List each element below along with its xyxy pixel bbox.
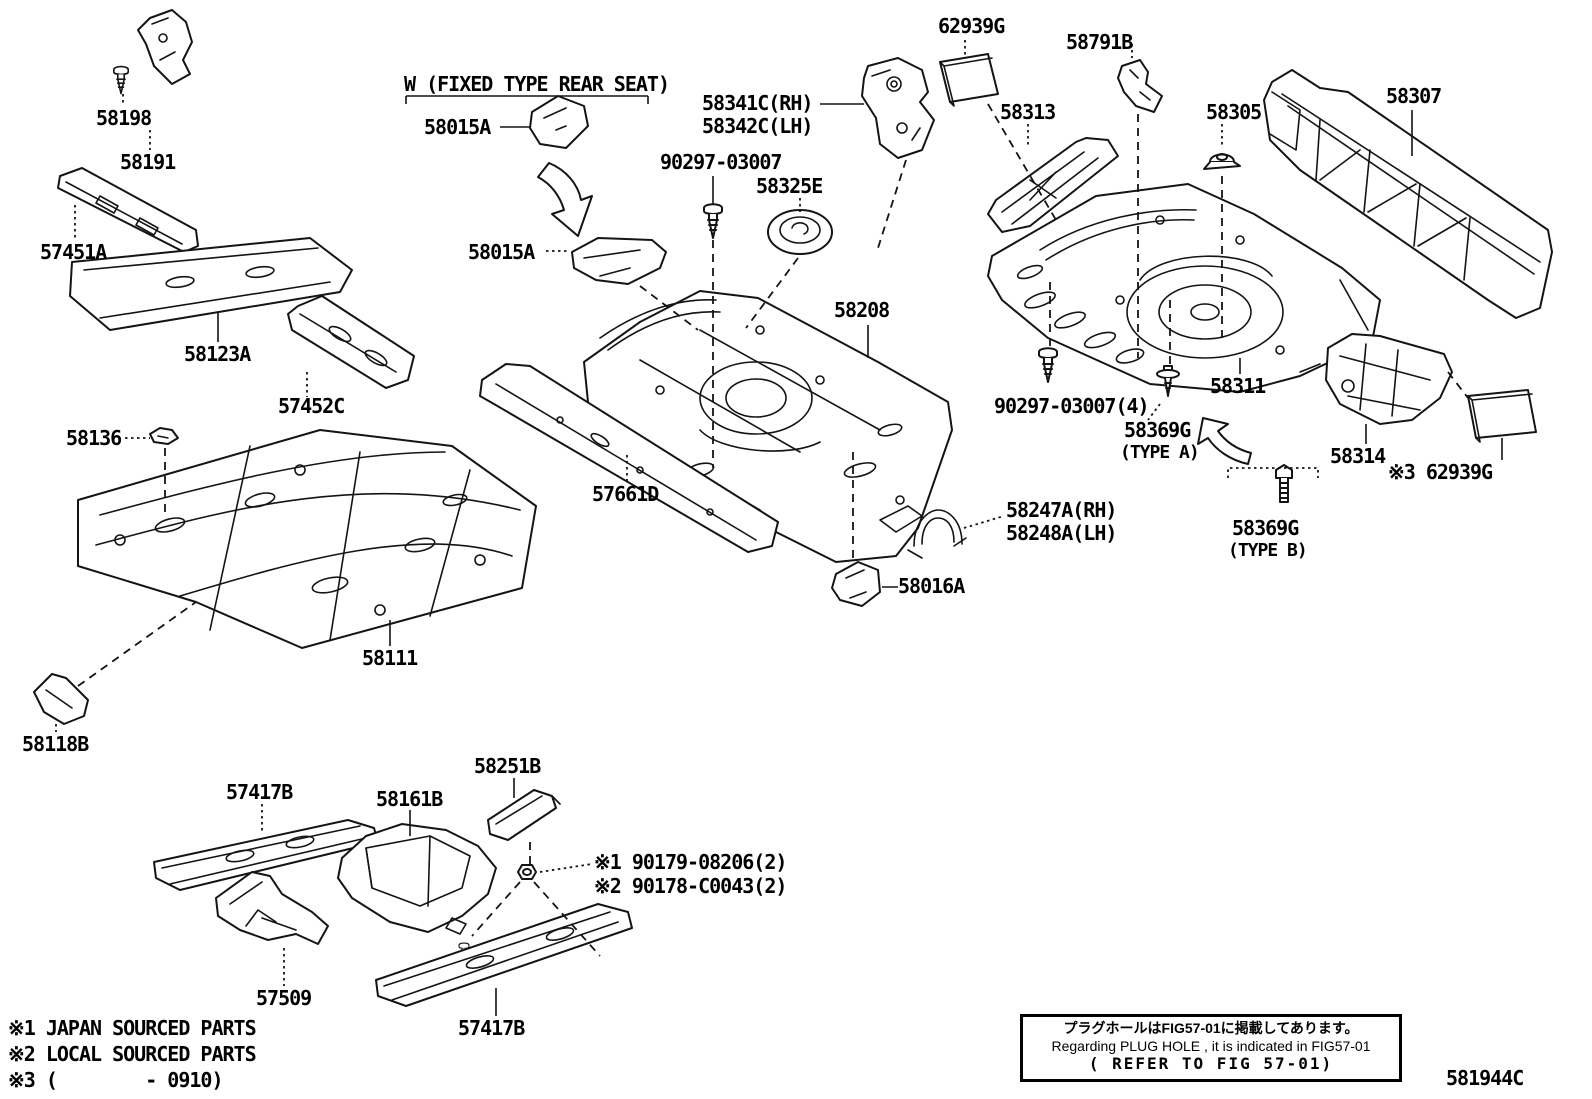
part-58118b-bracket [33, 673, 89, 725]
part-58791b-bracket [1117, 59, 1163, 113]
clip-58136-icon [149, 427, 179, 445]
part-57661d-floor-reinforcement [479, 363, 779, 553]
part-label-58161b[interactable]: 58161B [376, 787, 443, 811]
callout-arrow-icon [537, 162, 593, 237]
part-label-90297-03007-4[interactable]: 90297-03007(4) [994, 394, 1150, 418]
part-label-58307[interactable]: 58307 [1386, 84, 1442, 108]
part-label-58118b[interactable]: 58118B [22, 732, 89, 756]
part-58313-support [987, 137, 1119, 233]
part-57509-bracket [215, 871, 329, 945]
part-label-58136[interactable]: 58136 [66, 426, 122, 450]
part-58314-support [1325, 333, 1453, 425]
part-label-57452c[interactable]: 57452C [278, 394, 345, 418]
leader-lines [55, 40, 1503, 1016]
part-58015a-hook-front [529, 95, 589, 149]
note-date-range: ※3 ( - 0910) [8, 1068, 223, 1092]
part-58251b-brace [487, 789, 561, 841]
part-label-58369g-a[interactable]: 58369G [1124, 418, 1191, 442]
grommet-58325e-icon [767, 209, 833, 255]
part-label-58015a-2[interactable]: 58015A [468, 240, 535, 264]
screw-58198-icon [113, 65, 129, 95]
part-label-58191[interactable]: 58191 [120, 150, 176, 174]
part-label-57661d[interactable]: 57661D [592, 482, 659, 506]
part-label-58342c[interactable]: 58342C(LH) [702, 114, 813, 138]
plug-hole-note-refer: ( REFER TO FIG 57-01) [1088, 1054, 1334, 1074]
part-label-58325e[interactable]: 58325E [756, 174, 823, 198]
part-label-58248a[interactable]: 58248A(LH) [1006, 521, 1117, 545]
part-label-58311[interactable]: 58311 [1210, 374, 1266, 398]
part-label-type-b: (TYPE B) [1228, 540, 1308, 561]
part-label-58111[interactable]: 58111 [362, 646, 418, 670]
part-58247a-clamp [907, 509, 967, 559]
part-57417b-side-member-rear [375, 903, 633, 1007]
part-label-58313[interactable]: 58313 [1000, 100, 1056, 124]
part-label-58247a[interactable]: 58247A(RH) [1006, 498, 1117, 522]
part-58111-front-floor-pan [77, 429, 537, 649]
part-label-57417b-1[interactable]: 57417B [226, 780, 293, 804]
part-label-58208[interactable]: 58208 [834, 298, 890, 322]
part-58016a-hook [831, 561, 881, 607]
arrow-type-a-icon [1197, 417, 1252, 465]
screw-90297-03007-icon [703, 203, 723, 239]
part-58307-lower-back-panel [1263, 69, 1553, 319]
nut-90179-icon [517, 864, 537, 880]
note-local-sourced: ※2 LOCAL SOURCED PARTS [8, 1042, 257, 1066]
clip-58305-icon [1203, 153, 1241, 170]
part-label-57451a[interactable]: 57451A [40, 240, 107, 264]
part-58311-rear-floor-pan [987, 183, 1381, 393]
part-label-90297-03007[interactable]: 90297-03007 [660, 150, 782, 174]
part-label-note-90178[interactable]: ※2 90178-C0043(2) [594, 874, 787, 898]
figure-code: 581944C [1446, 1066, 1524, 1090]
part-label-62939g-1[interactable]: 62939G [938, 14, 1005, 38]
pad-62939g-upper [939, 53, 999, 107]
part-label-58016a[interactable]: 58016A [898, 574, 965, 598]
part-label-58369g-b[interactable]: 58369G [1232, 516, 1299, 540]
bolt-58369g-type-b-icon [1275, 464, 1293, 503]
part-label-58314[interactable]: 58314 [1330, 444, 1386, 468]
part-label-58251b[interactable]: 58251B [474, 754, 541, 778]
part-label-57509[interactable]: 57509 [256, 986, 312, 1010]
part-57452c-crossmember [287, 295, 415, 389]
part-label-58341c[interactable]: 58341C(RH) [702, 91, 813, 115]
part-label-58791b[interactable]: 58791B [1066, 30, 1133, 54]
part-label-58123a[interactable]: 58123A [184, 342, 251, 366]
plug-hole-note-box: プラグホールはFIG57-01に掲載してあります。 Regarding PLUG… [1020, 1014, 1402, 1082]
pad-62939g-lower [1467, 389, 1537, 443]
part-label-58305[interactable]: 58305 [1206, 100, 1262, 124]
plug-hole-note-en: Regarding PLUG HOLE , it is indicated in… [1051, 1037, 1371, 1054]
part-label-58198[interactable]: 58198 [96, 106, 152, 130]
part-label-w-note: W (FIXED TYPE REAR SEAT) [404, 72, 670, 96]
plug-hole-note-jp: プラグホールはFIG57-01に掲載してあります。 [1063, 1020, 1359, 1036]
part-57417b-side-member-front [153, 819, 379, 891]
part-58341c-bracket [861, 57, 935, 159]
part-58015a-hook-rear [571, 237, 667, 285]
note-japan-sourced: ※1 JAPAN SOURCED PARTS [8, 1016, 257, 1040]
part-58123a-crossmember [69, 237, 353, 331]
part-58191-seat-bracket [137, 9, 193, 85]
part-label-type-a: (TYPE A) [1120, 442, 1200, 463]
part-label-note-90179[interactable]: ※1 90179-08206(2) [594, 850, 787, 874]
part-label-58015a-1[interactable]: 58015A [424, 115, 491, 139]
screw-90297-03007-4-icon [1038, 347, 1058, 383]
part-58161b-support [337, 823, 497, 963]
part-label-57417b-2[interactable]: 57417B [458, 1016, 525, 1040]
part-label-62939g-2[interactable]: ※3 62939G [1388, 460, 1493, 484]
